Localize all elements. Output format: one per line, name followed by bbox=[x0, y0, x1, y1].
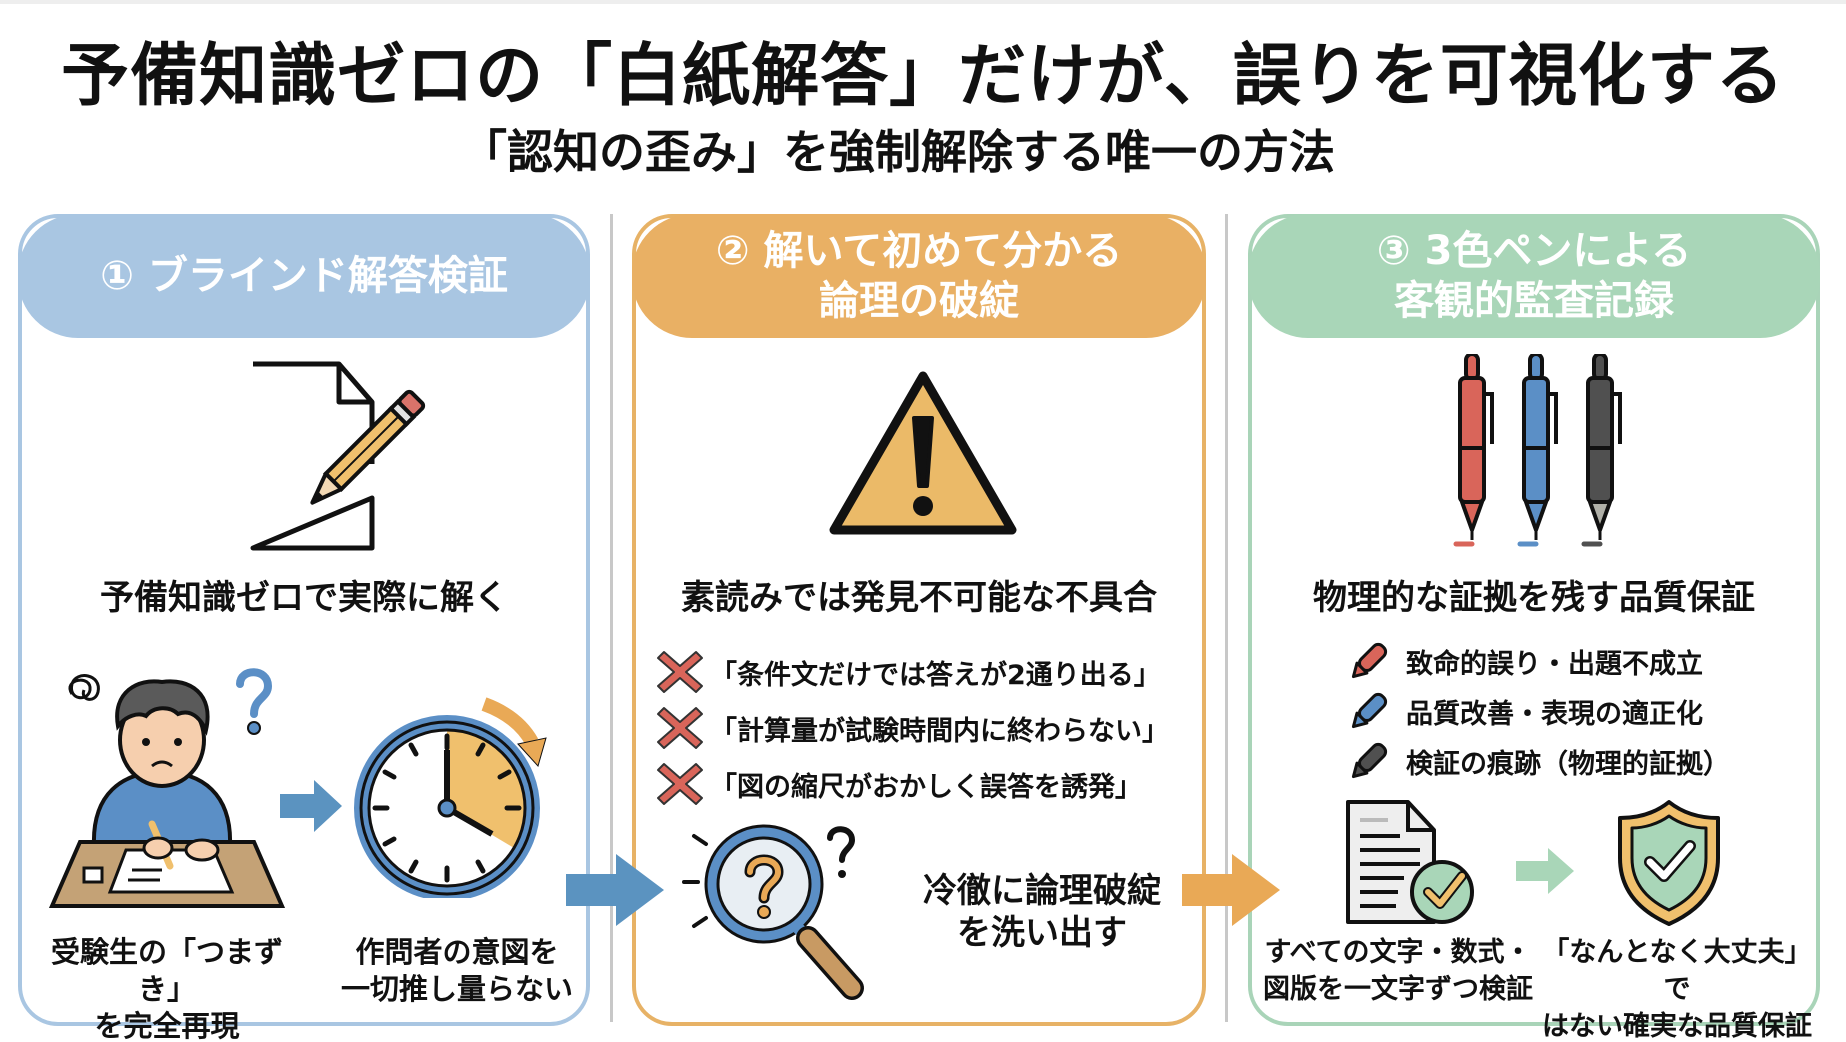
column-divider bbox=[610, 214, 613, 1022]
pen-legend-item: 品質改善・表現の適正化 bbox=[1346, 686, 1766, 736]
red-pen-icon bbox=[1351, 642, 1388, 679]
sub-caption-line: 作問者の意図を bbox=[355, 935, 559, 969]
panel-blind-verification: ① ブラインド解答検証 予備知識ゼロで実際に解く bbox=[18, 214, 592, 1042]
black-pen-icon bbox=[1351, 742, 1388, 779]
sub-caption-line: 一切推し量らない bbox=[340, 972, 573, 1006]
bottom-caption-line: を洗い出す bbox=[957, 913, 1127, 953]
panel-heading-text: 論理の破綻 bbox=[819, 278, 1019, 324]
page-subtitle: 「認知の歪み」を強制解除する唯一の方法 bbox=[461, 125, 1335, 179]
panel-heading: ③ 3色ペンによる 客観的監査記録 bbox=[1248, 214, 1820, 338]
warning-triangle-icon bbox=[829, 371, 1017, 535]
bottom-caption-line: 冷徹に論理破綻 bbox=[923, 871, 1161, 911]
x-mark-icon bbox=[657, 763, 703, 805]
clock-icon bbox=[354, 697, 547, 898]
issue-item: 「計算量が試験時間内に終わらない」 bbox=[656, 700, 1196, 756]
issue-text: 「計算量が試験時間内に終わらない」 bbox=[710, 715, 1169, 747]
pen-legend-text: 品質改善・表現の適正化 bbox=[1406, 698, 1703, 730]
panel-heading-text: 客観的監査記録 bbox=[1394, 278, 1674, 324]
arrow-right-icon bbox=[1516, 848, 1574, 894]
blank-paper-pencil-icon bbox=[250, 361, 426, 551]
main-caption: 素読みでは発見不可能な不具合 bbox=[681, 578, 1157, 618]
blue-pen-icon bbox=[1351, 692, 1388, 729]
page-title: 予備知識ゼロの「白紙解答」だけが、誤りを可視化する bbox=[61, 37, 1785, 116]
sub-caption: 受験生の「つまずき」 を完全再現 bbox=[32, 934, 302, 1042]
bottom-caption: 冷徹に論理破綻 を洗い出す bbox=[892, 870, 1192, 954]
sub-caption: 「なんとなく大丈夫」で はない確実な品質保証 bbox=[1536, 934, 1818, 1042]
panel-heading: ① ブラインド解答検証 bbox=[18, 214, 590, 338]
panel-heading-text: ② 解いて初めて分かる bbox=[715, 228, 1123, 274]
panel-logic-breakdown: ② 解いて初めて分かる 論理の破綻 素読みでは発見不可能な不具合 「条件文だけで… bbox=[632, 214, 1206, 1026]
sub-caption: 作問者の意図を 一切推し量らない bbox=[322, 934, 592, 1008]
panel-heading-text: ③ 3色ペンによる bbox=[1376, 228, 1692, 274]
sub-caption: すべての文字・数式・ 図版を一文字ずつ検証 bbox=[1258, 934, 1538, 1008]
pen-legend: 致命的誤り・出題不成立 品質改善・表現の適正化 検証の痕跡（物理的証拠） bbox=[1346, 636, 1766, 786]
panel-heading-text: ① ブラインド解答検証 bbox=[100, 253, 508, 299]
flow-arrow-1-to-2 bbox=[566, 854, 664, 926]
panel-three-color-audit: ③ 3色ペンによる 客観的監査記録 bbox=[1248, 214, 1820, 1042]
issue-list: 「条件文だけでは答えが2通り出る」 「計算量が試験時間内に終わらない」 「図の縮… bbox=[656, 644, 1196, 812]
issue-item: 「図の縮尺がおかしく誤答を誘発」 bbox=[656, 756, 1196, 812]
sub-caption-line: を完全再現 bbox=[94, 1009, 240, 1042]
three-pens-icon bbox=[1453, 354, 1622, 547]
document-check-icon bbox=[1346, 800, 1474, 924]
pen-legend-text: 致命的誤り・出題不成立 bbox=[1406, 648, 1703, 680]
sub-caption-line: はない確実な品質保証 bbox=[1542, 1011, 1812, 1042]
sub-caption-line: 「なんとなく大丈夫」で bbox=[1542, 937, 1812, 1005]
column-divider bbox=[1225, 214, 1228, 1022]
shield-check-icon bbox=[1618, 800, 1720, 926]
magnifier-question-icon bbox=[682, 824, 864, 1000]
main-caption: 物理的な証拠を残す品質保証 bbox=[1313, 578, 1755, 618]
issue-item: 「条件文だけでは答えが2通り出る」 bbox=[656, 644, 1196, 700]
flow-arrow-2-to-3 bbox=[1182, 854, 1280, 926]
panel-heading: ② 解いて初めて分かる 論理の破綻 bbox=[632, 214, 1206, 338]
pen-legend-item: 致命的誤り・出題不成立 bbox=[1346, 636, 1766, 686]
x-mark-icon bbox=[657, 707, 703, 749]
sub-caption-line: 受験生の「つまずき」 bbox=[50, 935, 283, 1006]
pen-legend-text: 検証の痕跡（物理的証拠） bbox=[1406, 748, 1730, 780]
main-caption: 予備知識ゼロで実際に解く bbox=[100, 578, 508, 618]
pen-legend-item: 検証の痕跡（物理的証拠） bbox=[1346, 736, 1766, 786]
x-mark-icon bbox=[657, 651, 703, 693]
arrow-right-icon bbox=[280, 780, 342, 832]
issue-text: 「図の縮尺がおかしく誤答を誘発」 bbox=[710, 771, 1142, 803]
confused-student-icon bbox=[48, 668, 286, 908]
sub-caption-line: 図版を一文字ずつ検証 bbox=[1263, 974, 1533, 1005]
top-border bbox=[0, 0, 1846, 4]
sub-caption-line: すべての文字・数式・ bbox=[1264, 937, 1532, 968]
issue-text: 「条件文だけでは答えが2通り出る」 bbox=[710, 659, 1161, 691]
